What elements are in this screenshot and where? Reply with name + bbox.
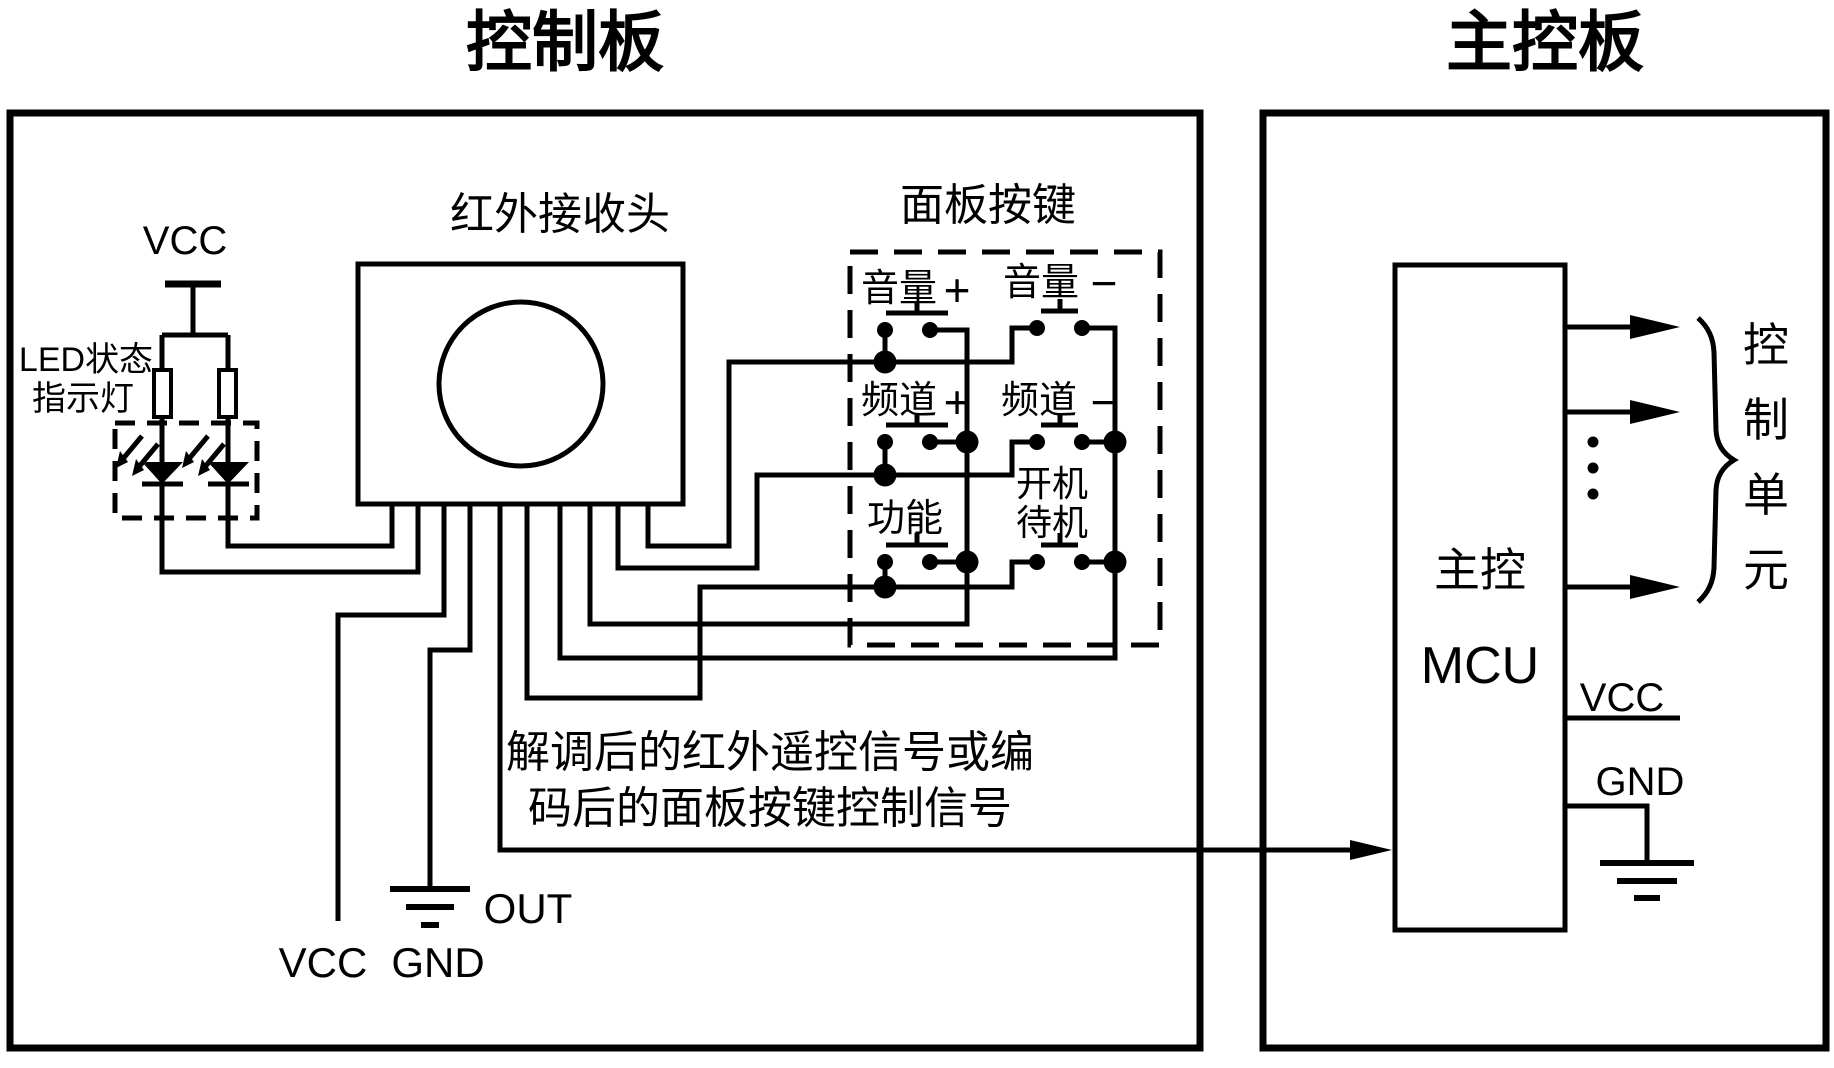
control-unit-char-3: 单: [1743, 469, 1789, 521]
signal-arrowhead-icon: [1350, 840, 1392, 860]
panel-dashed-box: [847, 249, 1163, 648]
button-channel-plus-sign: +: [944, 376, 971, 428]
main-board-outline: [1259, 109, 1830, 1052]
main-board-title: 主控板: [1446, 5, 1644, 79]
mcu-gnd-label: GND: [1596, 760, 1685, 804]
mcu-vcc-label: VCC: [1580, 676, 1664, 720]
button-power-label-1: 开机: [1016, 463, 1088, 504]
led-arrow-icon: [116, 434, 226, 476]
out-signal-wire: [497, 504, 1352, 853]
button-volume-minus-label: 音量: [1003, 262, 1079, 304]
switch-terminal-dots: [877, 320, 1090, 570]
led-indicator-label-1: LED状态: [19, 341, 153, 379]
resistor-right: [217, 368, 238, 419]
ir-receiver-box: [355, 261, 686, 507]
ir-lens-circle: [436, 299, 606, 469]
net-row-function: [524, 504, 1037, 701]
control-unit-char-1: 控: [1743, 319, 1789, 371]
ir-gnd-wire: [427, 504, 473, 889]
vcc-top-label: VCC: [143, 219, 227, 263]
control-board-title: 控制板: [466, 5, 664, 79]
control-board-outline: [6, 109, 1204, 1052]
ir-vcc-wire: [335, 504, 447, 921]
button-volume-minus-sign: −: [1091, 257, 1118, 309]
vcc-bottom-label: VCC: [279, 939, 368, 986]
signal-description-line-2: 码后的面板按键控制信号: [528, 784, 1012, 833]
ir-receiver-label: 红外接收头: [450, 190, 670, 239]
led-diode-right: [208, 462, 249, 484]
mcu-box: [1392, 262, 1568, 933]
control-unit-char-2: 制: [1743, 394, 1789, 446]
button-channel-minus-label: 频道: [1001, 380, 1077, 422]
button-function-label: 功能: [867, 498, 943, 540]
out-label: OUT: [484, 885, 573, 932]
button-channel-plus-label: 频道: [861, 380, 937, 422]
mcu-label-line-1: 主控: [1434, 544, 1526, 596]
mcu-label-line-2: MCU: [1421, 637, 1539, 695]
control-unit-char-4: 元: [1743, 544, 1789, 596]
resistor-left: [152, 368, 173, 419]
led-diode-left: [142, 462, 183, 484]
button-power-label-2: 待机: [1016, 502, 1088, 543]
ground-symbol-left: [390, 886, 470, 928]
button-channel-minus-sign: −: [1091, 376, 1118, 428]
led-indicator-label-2: 指示灯: [32, 380, 134, 418]
panel-title: 面板按键: [900, 181, 1076, 230]
button-volume-plus-sign: +: [944, 264, 971, 316]
ground-symbol-right: [1600, 860, 1694, 901]
control-unit-brace: [1696, 316, 1739, 604]
led-dashed-box: [112, 420, 260, 521]
switch-actuator-bars: [886, 299, 1078, 548]
ellipsis-dots: [1587, 436, 1599, 500]
vcc-branch-wire: [159, 284, 231, 370]
signal-description-line-1: 解调后的红外遥控信号或编: [506, 728, 1034, 777]
gnd-bottom-label: GND: [391, 939, 484, 986]
led-to-ir-wires: [159, 484, 421, 575]
mcu-gnd-pin: [1565, 803, 1650, 863]
button-volume-plus-label: 音量: [861, 268, 937, 310]
mcu-output-arrows: [1565, 315, 1680, 599]
wire-junction-dots: [873, 350, 1127, 599]
net-row-volume: [645, 325, 1037, 549]
